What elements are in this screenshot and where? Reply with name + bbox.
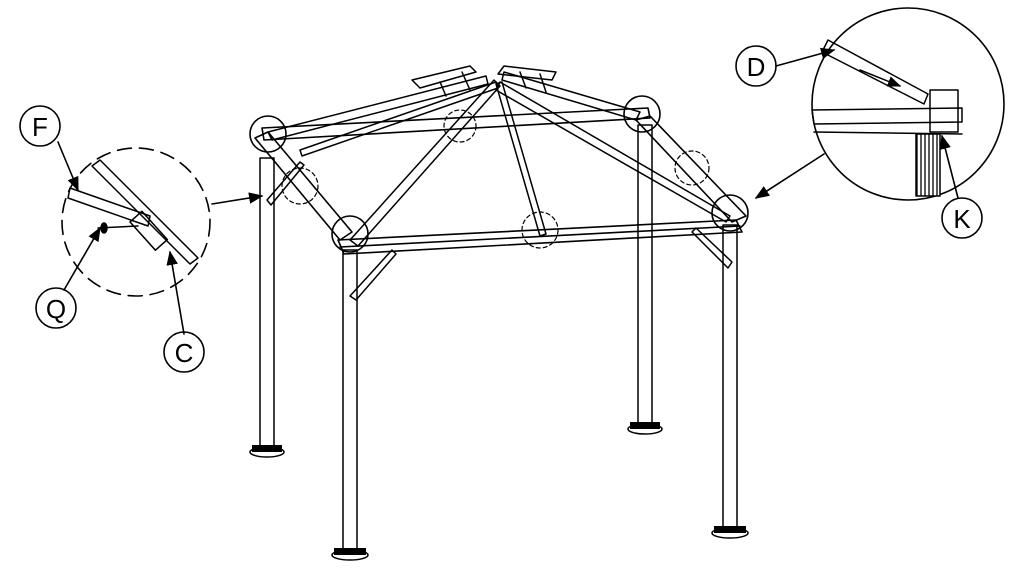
corner-braces <box>266 161 733 301</box>
callout-leaders <box>57 47 959 335</box>
left-zoom-circle <box>61 147 211 297</box>
left-zoom-detail <box>61 147 264 297</box>
gazebo-legs <box>249 124 749 561</box>
top-frame <box>254 107 747 255</box>
leg-back-left <box>249 157 285 458</box>
callout-D: D <box>735 45 777 87</box>
right-zoom-circle <box>811 7 1005 201</box>
top-vent <box>411 65 557 97</box>
callout-C-label: C <box>175 338 194 368</box>
roof-rafters <box>267 71 731 247</box>
corner-highlight-circles <box>249 95 749 253</box>
callout-F-label: F <box>32 112 48 142</box>
leg-front-right <box>711 224 749 539</box>
callout-Q: Q <box>35 287 77 329</box>
dashed-detail-circles <box>281 109 710 249</box>
callout-K-label: K <box>953 204 971 234</box>
callout-D-label: D <box>747 52 766 82</box>
leg-back-right <box>627 124 663 435</box>
right-zoom-pointer-arrow <box>754 153 825 199</box>
callout-F: F <box>19 105 61 147</box>
callout-Q-label: Q <box>46 294 66 324</box>
callout-K: K <box>941 197 983 239</box>
right-zoom-detail <box>754 7 1005 201</box>
leg-front-left <box>331 249 369 561</box>
callout-C: C <box>163 331 205 373</box>
left-zoom-pointer-arrow <box>211 192 264 205</box>
